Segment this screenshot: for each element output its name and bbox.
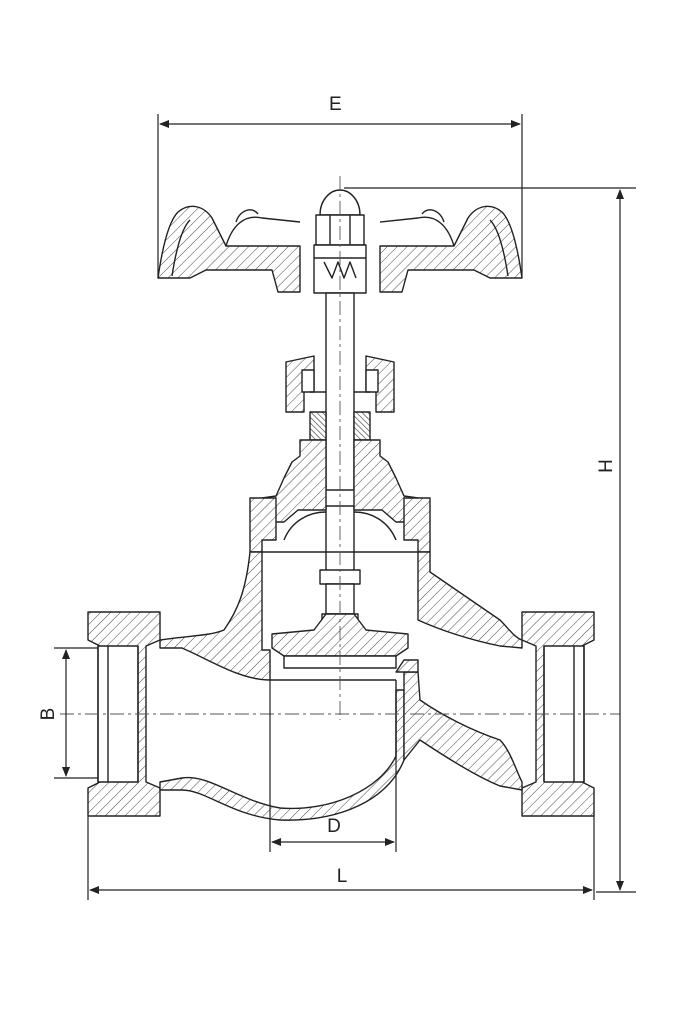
bonnet (249, 439, 431, 553)
centerlines (60, 176, 620, 720)
dimension-lines (54, 114, 636, 900)
handwheel (157, 205, 523, 293)
gland-nut (285, 355, 395, 441)
dimension-label-e: E (329, 94, 342, 115)
dimension-label-b: B (38, 708, 59, 721)
valve-body (87, 551, 595, 821)
dimension-label-d: D (327, 816, 341, 837)
dimension-label-l: L (337, 866, 348, 887)
dimension-label-h: H (596, 459, 617, 473)
